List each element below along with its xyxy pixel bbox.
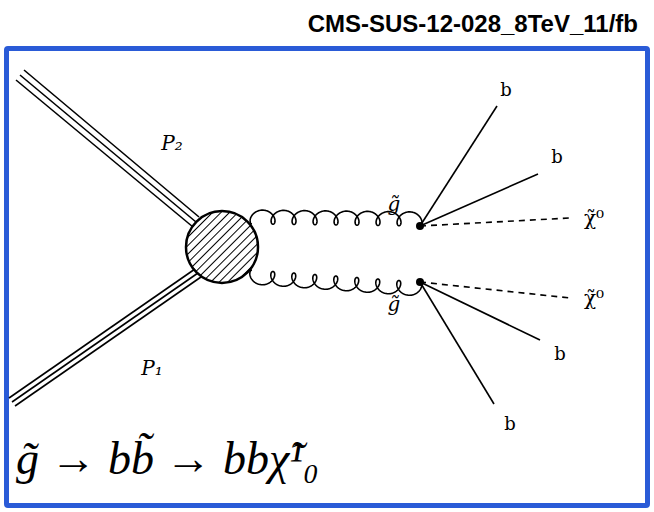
particle-label: b [500, 81, 512, 99]
title: CMS-SUS-12-028_8TeV_11/fb [308, 10, 638, 38]
particle-label: b [551, 148, 563, 166]
particle-label: g̃ [388, 194, 401, 214]
decay-formula: g̃ → bb̃ → bbχ̃¹₀ [16, 436, 319, 482]
momentum-label: P₂ [161, 133, 182, 153]
momentum-label: P₁ [141, 358, 162, 378]
blob [186, 211, 258, 283]
decay-lines [420, 106, 570, 404]
gluino-coil [250, 270, 422, 295]
vertex-dot [416, 278, 424, 286]
particle-label: b [554, 345, 566, 363]
vertex-dot [416, 222, 424, 230]
particle-label: b [504, 415, 516, 433]
gluino-lines [250, 210, 422, 295]
proton-lines [9, 70, 201, 406]
particle-label: χ̃⁰ [584, 208, 604, 228]
particle-label: χ̃⁰ [584, 288, 604, 308]
particle-label: g̃ [388, 294, 401, 314]
